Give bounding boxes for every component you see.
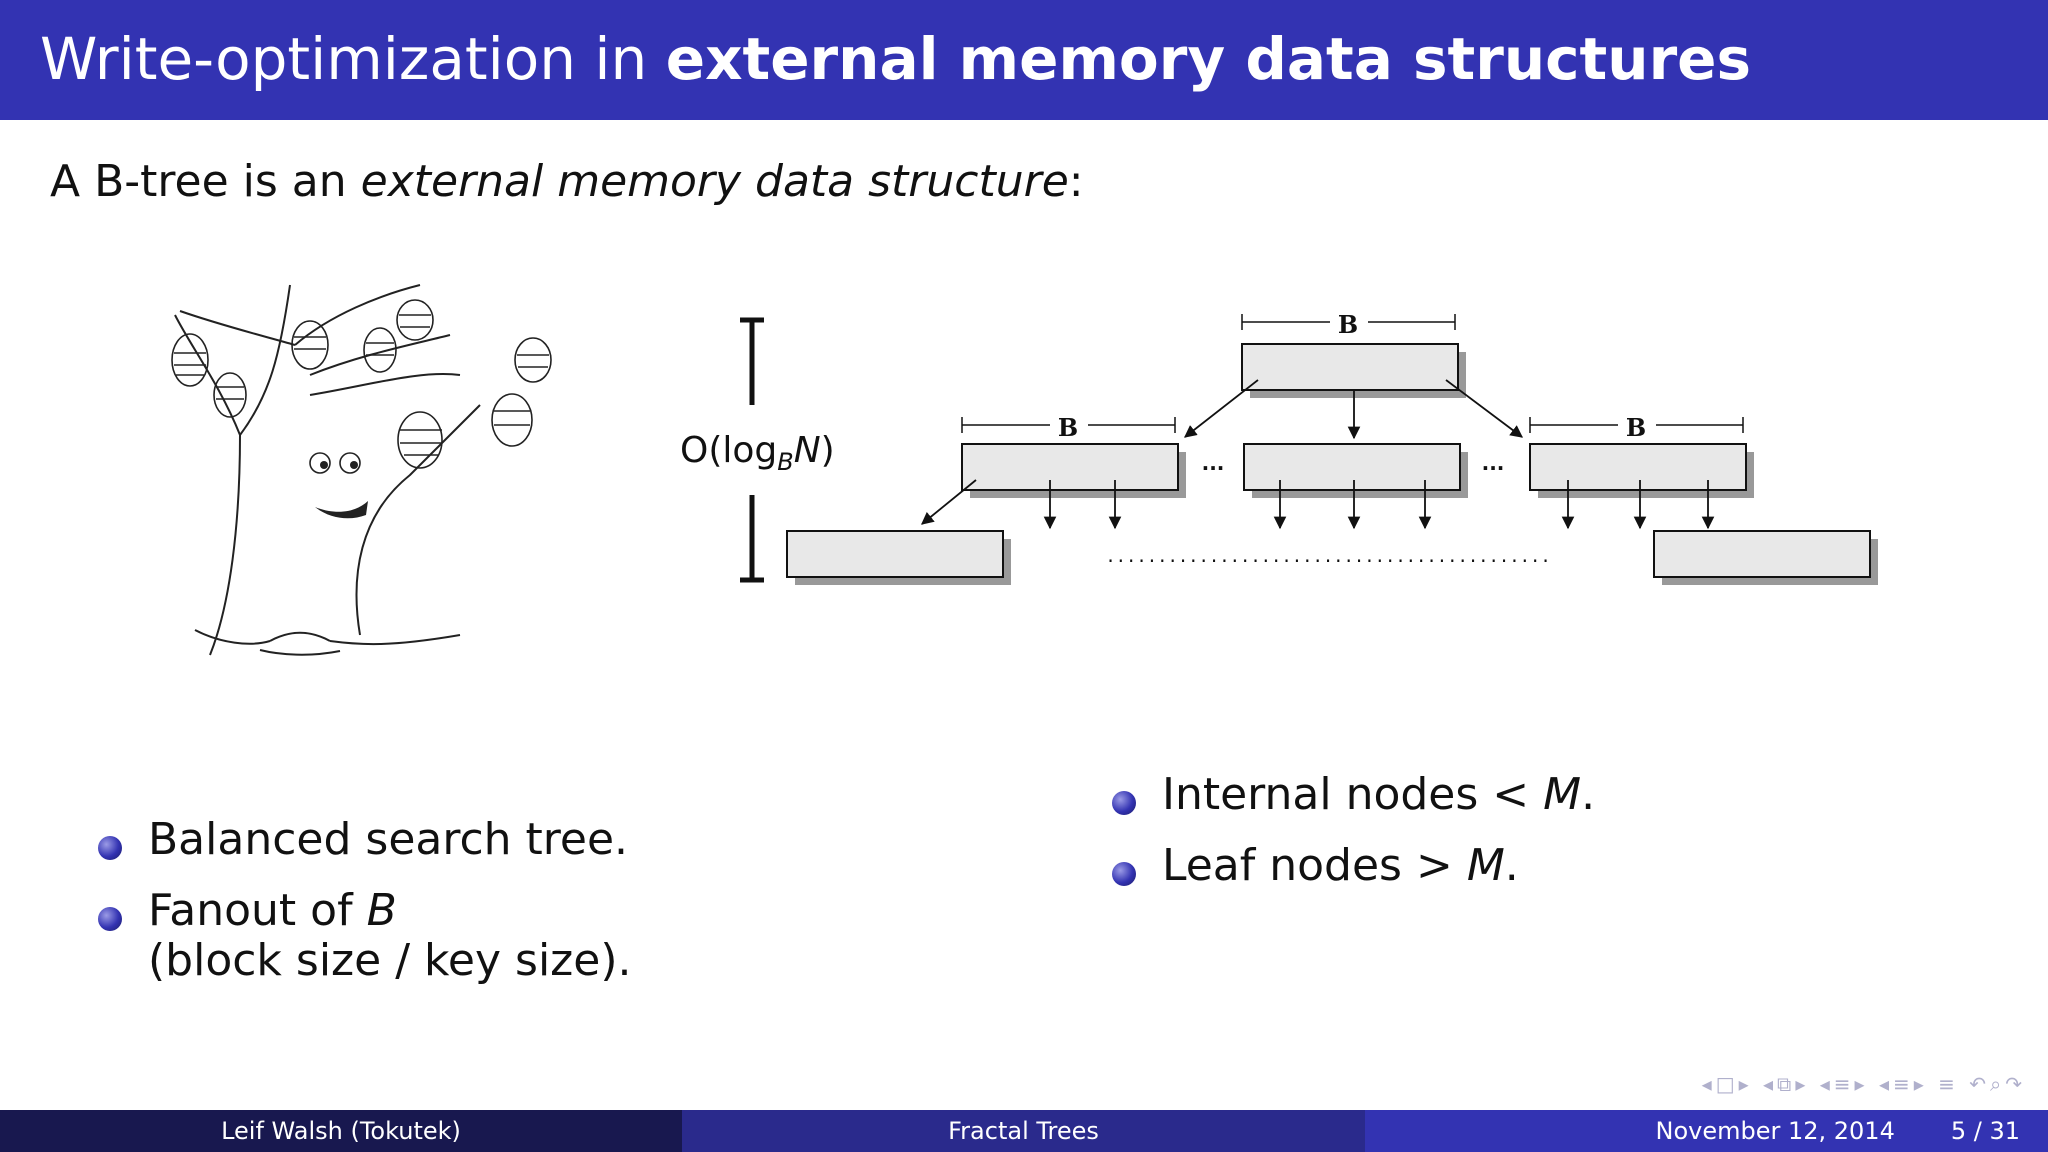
bullet-icon xyxy=(98,907,122,932)
block-size-label-left: B xyxy=(1058,413,1078,442)
nav-align-icon[interactable]: ≡ xyxy=(1938,1072,1959,1096)
nav-back-icon[interactable]: ↶ xyxy=(1969,1072,1991,1096)
bullet-icon xyxy=(98,836,122,860)
footer-author: Leif Walsh (Tokutek) xyxy=(0,1110,682,1152)
footer-talk-title: Fractal Trees xyxy=(682,1110,1365,1152)
bullet-fanout: Fanout of B(block size / key size). xyxy=(98,886,631,985)
tree-sketch-illustration xyxy=(171,284,552,656)
left-bullet-list: Balanced search tree. Fanout of B(block … xyxy=(98,815,631,1007)
title-bar: Write-optimization in external memory da… xyxy=(0,0,2048,120)
bullet-icon xyxy=(1112,862,1136,887)
ellipsis-left: ... xyxy=(1202,451,1225,475)
leaf-dots: ........................................… xyxy=(1107,543,1552,567)
ellipsis-right: ... xyxy=(1482,451,1505,475)
nav-prev-icon[interactable]: ◂□▸ xyxy=(1701,1072,1753,1096)
nav-section-icon[interactable]: ◂≡▸ xyxy=(1878,1072,1928,1096)
nav-forward-icon[interactable]: ↷ xyxy=(2005,1072,2026,1096)
bullet-icon xyxy=(1112,791,1136,815)
beamer-nav-controls: ◂□▸ ◂⧉▸ ◂≡▸ ◂≡▸ ≡ ↶⌕↷ xyxy=(1702,1072,2026,1096)
footer-date-page: November 12, 2014 5 / 31 xyxy=(1365,1110,2048,1152)
tree-nodes xyxy=(786,343,1878,585)
nav-search-icon[interactable]: ⌕ xyxy=(1990,1072,2006,1096)
slide-title: Write-optimization in external memory da… xyxy=(40,25,1752,93)
block-size-label-root: B xyxy=(1338,310,1358,339)
bullet-leaf-nodes: Leaf nodes > M. xyxy=(1112,841,1595,890)
nav-frame-icon[interactable]: ◂⧉▸ xyxy=(1763,1072,1810,1096)
right-bullet-list: Internal nodes < M. Leaf nodes > M. xyxy=(1112,770,1595,913)
footer-page-number: 5 / 31 xyxy=(1950,1117,2020,1145)
footer-bar: Leif Walsh (Tokutek) Fractal Trees Novem… xyxy=(0,1110,2048,1152)
height-bracket xyxy=(740,317,764,583)
bullet-balanced-tree: Balanced search tree. xyxy=(98,815,631,864)
block-size-label-right: B xyxy=(1626,413,1646,442)
footer-date: November 12, 2014 xyxy=(1655,1117,1895,1145)
nav-subsection-icon[interactable]: ◂≡▸ xyxy=(1819,1072,1869,1096)
bullet-internal-nodes: Internal nodes < M. xyxy=(1112,770,1595,819)
btree-diagram: O(logBN) B B B xyxy=(680,308,1878,585)
intro-text: A B-tree is an external memory data stru… xyxy=(50,156,1084,207)
height-label: O(logBN) xyxy=(680,430,835,476)
